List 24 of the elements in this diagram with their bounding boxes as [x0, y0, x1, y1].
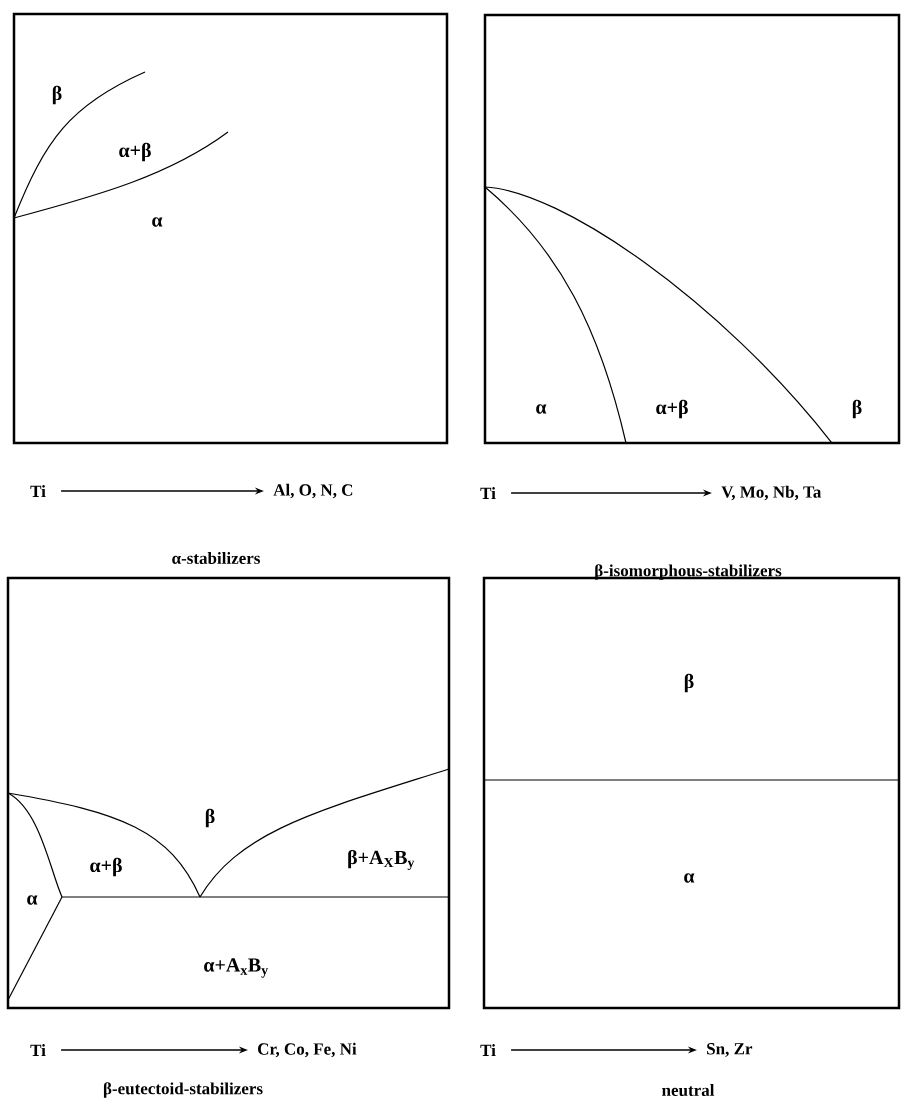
phase-label: β+A$_{X}$B$_{y}$	[348, 849, 415, 871]
phase-label: β	[52, 85, 62, 105]
phase-label: α	[536, 404, 547, 414]
element-label: Ti	[30, 485, 46, 497]
phase-label: α+A$_{x}$B$_{y}$	[204, 958, 269, 978]
element-label: Ti	[480, 1044, 496, 1056]
element-label: V, Mo, Nb, Ta	[721, 485, 822, 501]
caption: neutral	[662, 1084, 715, 1096]
caption: β-eutectoid-stabilizers	[103, 1082, 263, 1098]
phase-label: β	[205, 808, 215, 828]
phase-label: α	[684, 873, 695, 883]
element-label: Cr, Co, Fe, Ni	[258, 1042, 357, 1058]
element-label: Sn, Zr	[707, 1043, 753, 1057]
phase-label: α+β	[656, 399, 688, 419]
phase-label: α	[27, 895, 38, 905]
phase-label: α	[152, 217, 163, 227]
caption: β-isomorphous-stabilizers	[595, 564, 782, 580]
phase-label: β	[684, 673, 694, 693]
element-label: Al, O, N, C	[273, 483, 353, 499]
element-label: Ti	[480, 487, 496, 499]
element-label: Ti	[30, 1044, 46, 1056]
phase-label: α+β	[119, 142, 151, 162]
phase-label: β	[852, 399, 862, 419]
phase-label: α+β	[90, 857, 122, 877]
